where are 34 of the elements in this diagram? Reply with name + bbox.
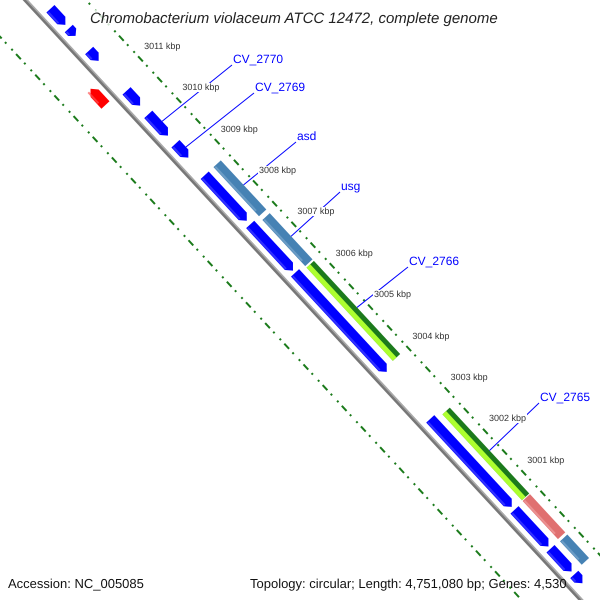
tick-label: 3008 kbp <box>258 166 298 176</box>
gene-block <box>85 46 99 61</box>
title: Chromobacterium violaceum ATCC 12472, complete genome <box>88 10 500 27</box>
gene-label: asd <box>297 130 316 142</box>
gene-block <box>88 88 110 109</box>
gene-block <box>546 545 572 572</box>
gene-block <box>122 87 140 106</box>
gene-label: CV_2766 <box>409 255 460 267</box>
tick-label: 3007 kbp <box>296 207 336 216</box>
tick-label: 3006 kbp <box>334 248 374 258</box>
tick-label: 3001 kbp <box>526 456 566 465</box>
tick-label: 3002 kbp <box>488 414 527 424</box>
gene-block <box>64 24 76 36</box>
leader-line <box>356 266 408 308</box>
accession-note: Accession: NC_005085 <box>8 577 144 590</box>
gene-block <box>570 570 582 584</box>
gene-bar <box>262 213 313 266</box>
tick-label: 3004 kbp <box>411 332 450 341</box>
tick-label: 3003 kbp <box>450 373 489 382</box>
gene-label: CV_2765 <box>540 391 590 403</box>
tick-label: 3010 kbp <box>181 83 220 92</box>
gene-block <box>171 140 188 158</box>
gene-block <box>510 506 548 547</box>
gene-label: CV_2770 <box>233 53 284 65</box>
gene-block <box>144 110 168 136</box>
tick-label: 3009 kbp <box>220 124 259 134</box>
gene-bar <box>560 534 590 565</box>
tick-label: 3005 kbp <box>373 290 412 300</box>
genome-info: Topology: circular; Length: 4,751,080 bp; Genes: 4,530 <box>250 577 567 590</box>
gene-label: usg <box>341 180 360 192</box>
gene-block <box>46 4 66 25</box>
leader-line <box>185 92 254 148</box>
tick-label: 3011 kbp <box>143 42 182 51</box>
gene-label: CV_2769 <box>255 81 306 93</box>
